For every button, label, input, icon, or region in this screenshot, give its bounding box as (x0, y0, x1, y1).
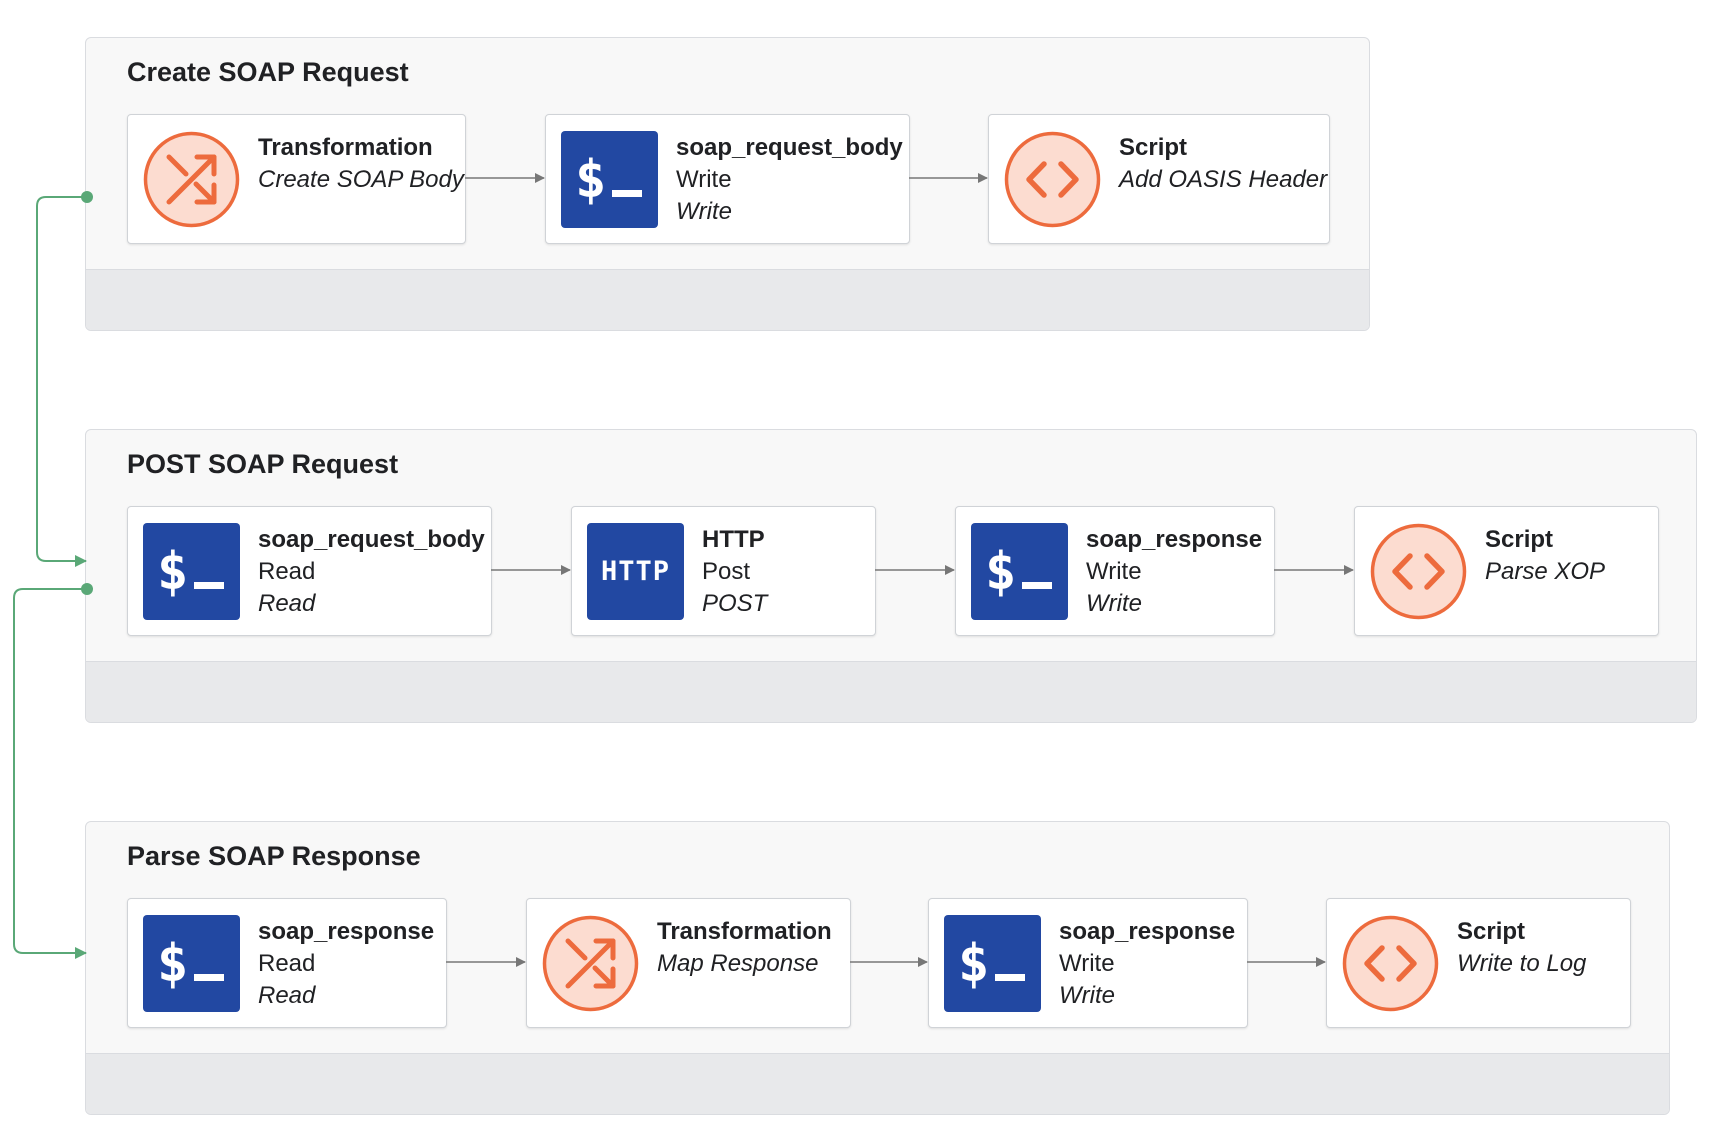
step-variable: soap_request_body (258, 526, 485, 553)
group-connector (36, 196, 87, 567)
group-footer (86, 269, 1369, 330)
terminal-icon: $ (143, 523, 240, 620)
step-type: Script (1119, 134, 1188, 161)
svg-text:$: $ (985, 542, 1016, 602)
step-name: Add OASIS Header (1119, 166, 1328, 193)
group-parse-soap-response[interactable]: Parse SOAP Response $ soap_response Read… (85, 821, 1670, 1115)
connector-dot (81, 583, 93, 595)
group-title: Parse SOAP Response (127, 841, 421, 871)
step-mode: Write (1059, 982, 1115, 1009)
svg-text:$: $ (157, 934, 188, 994)
step-script[interactable]: Script Parse XOP (1354, 506, 1659, 636)
step-action: Write (676, 166, 732, 193)
group-footer (86, 1053, 1669, 1114)
step-labels: soap_request_body Write Write (676, 132, 903, 228)
step-labels: HTTP Post POST (702, 524, 865, 620)
step-variable-write[interactable]: $ soap_response Write Write (955, 506, 1275, 636)
svg-text:$: $ (575, 150, 606, 210)
script-icon (1370, 523, 1467, 620)
step-mode: Read (258, 982, 316, 1009)
script-icon (1004, 131, 1101, 228)
step-name: Map Response (657, 950, 819, 977)
step-action: Read (258, 950, 316, 977)
step-type: HTTP (702, 526, 765, 553)
step-method: POST (702, 590, 768, 617)
step-variable-read[interactable]: $ soap_request_body Read Read (127, 506, 492, 636)
step-labels: soap_request_body Read Read (258, 524, 485, 620)
step-script[interactable]: Script Add OASIS Header (988, 114, 1330, 244)
step-mode: Write (1086, 590, 1142, 617)
step-labels: soap_response Write Write (1059, 916, 1237, 1012)
step-mode: Read (258, 590, 316, 617)
step-variable-write[interactable]: $ soap_response Write Write (928, 898, 1248, 1028)
terminal-icon: $ (561, 131, 658, 228)
step-variable: soap_response (258, 918, 435, 945)
terminal-icon: $ (143, 915, 240, 1012)
step-labels: Script Parse XOP (1485, 524, 1648, 588)
step-type: Script (1457, 918, 1526, 945)
step-variable: soap_response (1059, 918, 1236, 945)
step-variable: soap_request_body (676, 134, 903, 161)
step-labels: Transformation Create SOAP Body (258, 132, 464, 196)
step-http[interactable]: HTTP HTTP Post POST (571, 506, 876, 636)
http-icon: HTTP (587, 523, 684, 620)
group-create-soap-request[interactable]: Create SOAP Request Transformation Creat… (85, 37, 1370, 331)
transformation-icon (143, 131, 240, 228)
connector-dot (81, 191, 93, 203)
group-post-soap-request[interactable]: POST SOAP Request $ soap_request_body Re… (85, 429, 1697, 723)
script-icon (1342, 915, 1439, 1012)
group-footer (86, 661, 1696, 722)
step-type: Transformation (657, 918, 832, 945)
group-title: Create SOAP Request (127, 57, 409, 87)
step-type: Script (1485, 526, 1554, 553)
step-action: Write (1086, 558, 1142, 585)
step-labels: Script Add OASIS Header (1119, 132, 1328, 196)
step-name: Parse XOP (1485, 558, 1606, 585)
transformation-icon (542, 915, 639, 1012)
step-action: Post (702, 558, 751, 585)
step-name: Write to Log (1457, 950, 1587, 977)
step-action: Read (258, 558, 316, 585)
step-variable-read[interactable]: $ soap_response Read Read (127, 898, 447, 1028)
step-variable-write[interactable]: $ soap_request_body Write Write (545, 114, 910, 244)
step-mode: Write (676, 198, 732, 225)
step-labels: soap_response Read Read (258, 916, 436, 1012)
step-transformation[interactable]: Transformation Map Response (526, 898, 851, 1028)
group-title: POST SOAP Request (127, 449, 399, 479)
step-labels: Script Write to Log (1457, 916, 1620, 980)
terminal-icon: $ (971, 523, 1068, 620)
terminal-icon: $ (944, 915, 1041, 1012)
step-labels: Transformation Map Response (657, 916, 840, 980)
svg-text:$: $ (157, 542, 188, 602)
step-labels: soap_response Write Write (1086, 524, 1264, 620)
step-action: Write (1059, 950, 1115, 977)
step-name: Create SOAP Body (258, 166, 464, 193)
svg-text:$: $ (958, 934, 989, 994)
step-script[interactable]: Script Write to Log (1326, 898, 1631, 1028)
group-connector (13, 588, 87, 959)
step-variable: soap_response (1086, 526, 1263, 553)
step-transformation[interactable]: Transformation Create SOAP Body (127, 114, 466, 244)
step-type: Transformation (258, 134, 433, 161)
